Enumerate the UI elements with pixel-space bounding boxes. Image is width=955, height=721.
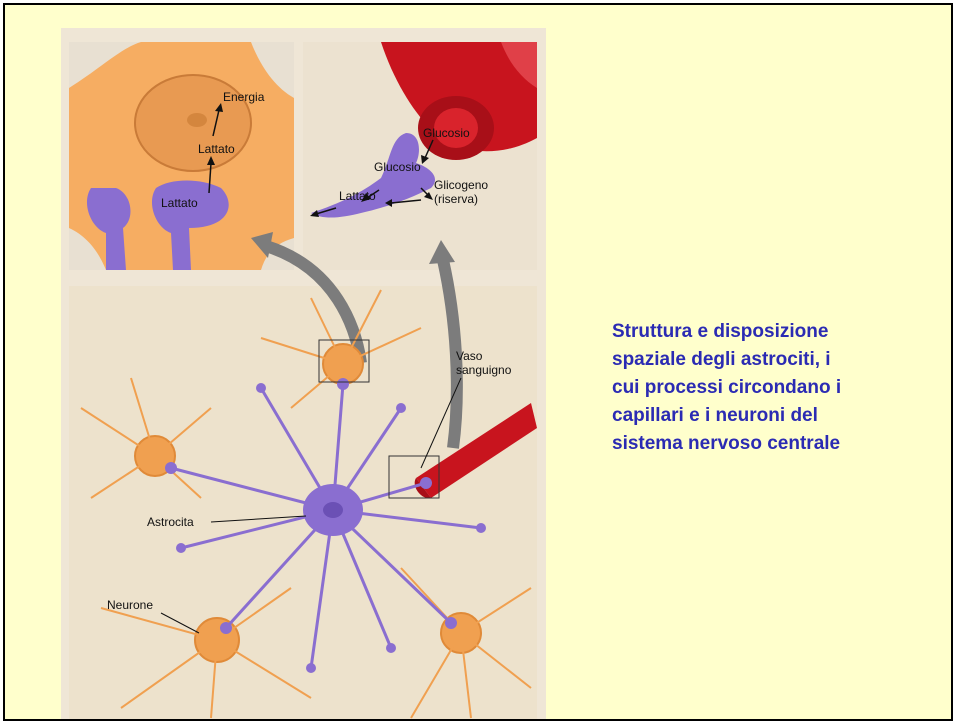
astrocyte-diagram: Energia Lattato Lattato [61,28,546,721]
label-glucosio-top: Glucosio [423,126,470,140]
caption-line-1: Struttura e disposizione [612,318,912,346]
label-energia: Energia [223,90,265,104]
label-lattato-bottom: Lattato [161,196,198,210]
inset-vessel-closeup: Glucosio Glucosio Glicogeno (riserva) La… [303,42,537,270]
label-vaso: Vaso [456,349,483,363]
label-sanguigno: sanguigno [456,363,512,377]
label-astrocita: Astrocita [147,515,194,529]
label-lattato-top: Lattato [198,142,235,156]
caption-line-2: spaziale degli astrociti, i [612,346,912,374]
caption-line-5: sistema nervoso centrale [612,430,912,458]
label-glicogeno: Glicogeno [434,178,488,192]
caption-line-4: capillari e i neuroni del [612,402,912,430]
slide-caption: Struttura e disposizione spaziale degli … [612,318,912,458]
caption-line-3: cui processi circondano i [612,374,912,402]
label-riserva: (riserva) [434,192,478,206]
label-glucosio-mid: Glucosio [374,160,421,174]
astrocyte-figure: Energia Lattato Lattato [61,28,546,721]
main-panel: Vaso sanguigno Astrocita Neurone [69,232,537,721]
slide: Energia Lattato Lattato [3,3,953,721]
label-neurone: Neurone [107,598,153,612]
label-lattato-right: Lattato [339,189,376,203]
